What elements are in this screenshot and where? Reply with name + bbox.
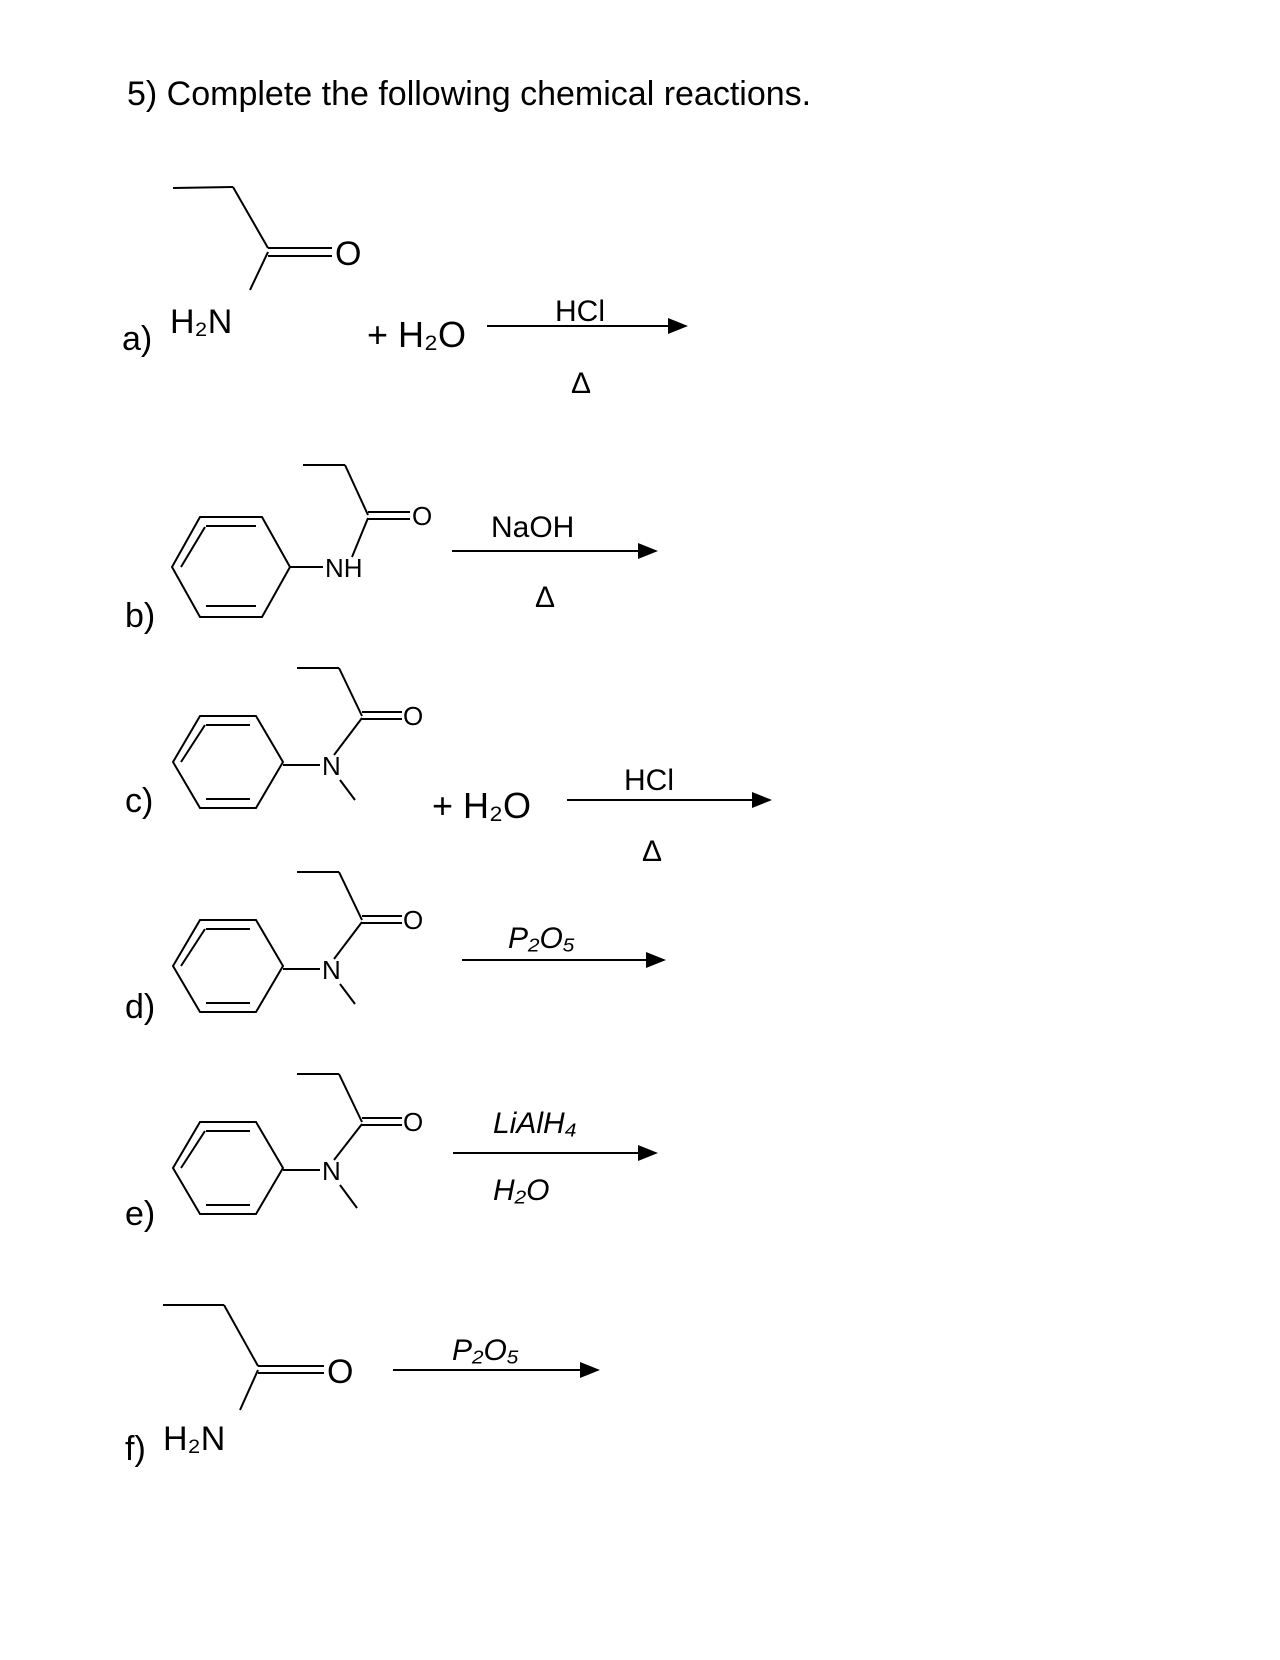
bond <box>338 667 363 717</box>
reaction-d: d) N O P₂O₅ <box>125 871 666 1026</box>
reagent-below: Δ <box>535 581 555 614</box>
bond <box>338 871 363 921</box>
arrowhead <box>668 318 688 334</box>
bond <box>339 1184 358 1209</box>
coreactant: + H₂O <box>432 785 531 826</box>
bond <box>339 983 356 1005</box>
amine-group: N <box>322 955 341 985</box>
bond <box>180 1130 206 1169</box>
reagent-above: HCl <box>624 764 674 797</box>
benzene-ring <box>170 516 292 618</box>
bond <box>249 251 269 291</box>
question-title: 5) Complete the following chemical react… <box>127 75 812 113</box>
oxygen-atom: O <box>403 1107 423 1137</box>
arrowhead <box>638 543 658 559</box>
reaction-c: c) N O + H₂O HCl Δ <box>125 667 772 868</box>
amine-group: H₂N <box>163 1420 225 1458</box>
reaction-label: e) <box>125 1195 155 1233</box>
reaction-b: b) NH O NaOH Δ <box>125 464 658 635</box>
bond <box>333 921 363 960</box>
oxygen-atom: O <box>403 701 423 731</box>
bond <box>223 1304 259 1367</box>
coreactant: + H₂O <box>367 314 466 355</box>
bond <box>232 186 269 249</box>
reaction-label: c) <box>125 782 153 820</box>
bond <box>180 724 206 763</box>
bond <box>172 186 234 189</box>
reagent-below: Δ <box>642 835 662 868</box>
reagent-above: NaOH <box>491 511 574 544</box>
bond <box>344 464 369 516</box>
arrowhead <box>638 1145 658 1161</box>
bond <box>333 717 363 756</box>
oxygen-atom: O <box>403 905 423 935</box>
amine-group: N <box>322 751 341 781</box>
amine-group: NH <box>325 553 363 583</box>
reaction-e: e) N O LiAlH₄ H₂O <box>125 1073 658 1233</box>
oxygen-atom: O <box>327 1353 353 1391</box>
benzene-ring <box>171 1121 285 1215</box>
reaction-label: b) <box>125 597 155 635</box>
arrowhead <box>752 792 772 808</box>
amine-group: N <box>322 1156 341 1186</box>
bond <box>351 517 369 558</box>
bond <box>339 779 356 801</box>
oxygen-atom: O <box>335 235 361 273</box>
oxygen-atom: O <box>412 501 432 531</box>
reaction-f: f) O H₂N P₂O₅ <box>125 1304 600 1468</box>
arrowhead <box>646 952 666 968</box>
reagent-below: H₂O <box>493 1174 549 1207</box>
reagent-above: P₂O₅ <box>508 922 575 955</box>
bond <box>180 928 206 967</box>
bond <box>239 1369 259 1411</box>
benzene-ring <box>171 715 285 809</box>
bond <box>180 526 206 568</box>
bond <box>338 1073 363 1123</box>
bond <box>333 1123 363 1161</box>
reagent-above: LiAlH₄ <box>493 1107 577 1140</box>
benzene-ring <box>171 919 285 1013</box>
amine-group: H₂N <box>170 303 232 341</box>
reaction-a: a) O H₂N + H₂O HCl Δ <box>122 186 688 400</box>
reagent-below: Δ <box>571 367 591 400</box>
reaction-label: d) <box>125 988 155 1026</box>
reaction-label: f) <box>125 1430 146 1468</box>
reagent-above: HCl <box>555 295 605 328</box>
arrowhead <box>580 1362 600 1378</box>
reaction-label: a) <box>122 320 152 358</box>
reagent-above: P₂O₅ <box>452 1334 519 1367</box>
